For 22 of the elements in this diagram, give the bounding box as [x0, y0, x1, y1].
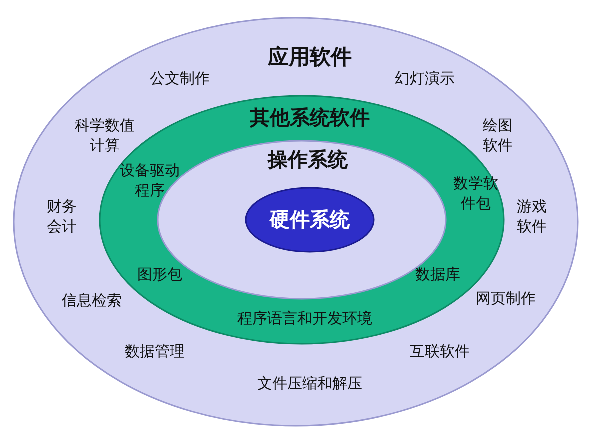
item-label: 数学软件包 [452, 176, 500, 214]
ellipse-region [13, 17, 579, 427]
item-label: 数据库 [416, 266, 460, 286]
item-label: 图形包 [138, 266, 182, 286]
ellipse-region [245, 187, 375, 253]
region-title: 操作系统 [268, 148, 348, 174]
item-label: 绘图软件 [482, 118, 514, 156]
region-title: 硬件系统 [270, 208, 350, 234]
region-title: 应用软件 [268, 44, 352, 71]
item-label: 公文制作 [150, 70, 210, 90]
item-label: 文件压缩和解压 [258, 375, 362, 394]
item-label: 程序语言和开发环境 [238, 310, 372, 330]
item-label: 网页制作 [476, 290, 536, 310]
item-label: 信息检索 [62, 292, 122, 312]
item-label: 幻灯演示 [395, 70, 455, 90]
item-label: 财务会计 [46, 198, 78, 237]
region-title: 其他系统软件 [250, 106, 370, 132]
item-label: 设备驱动程序 [119, 162, 181, 201]
item-label: 数据管理 [125, 343, 185, 362]
item-label: 科学数值计算 [74, 118, 136, 156]
item-label: 游戏软件 [516, 198, 548, 237]
item-label: 互联软件 [410, 343, 470, 362]
